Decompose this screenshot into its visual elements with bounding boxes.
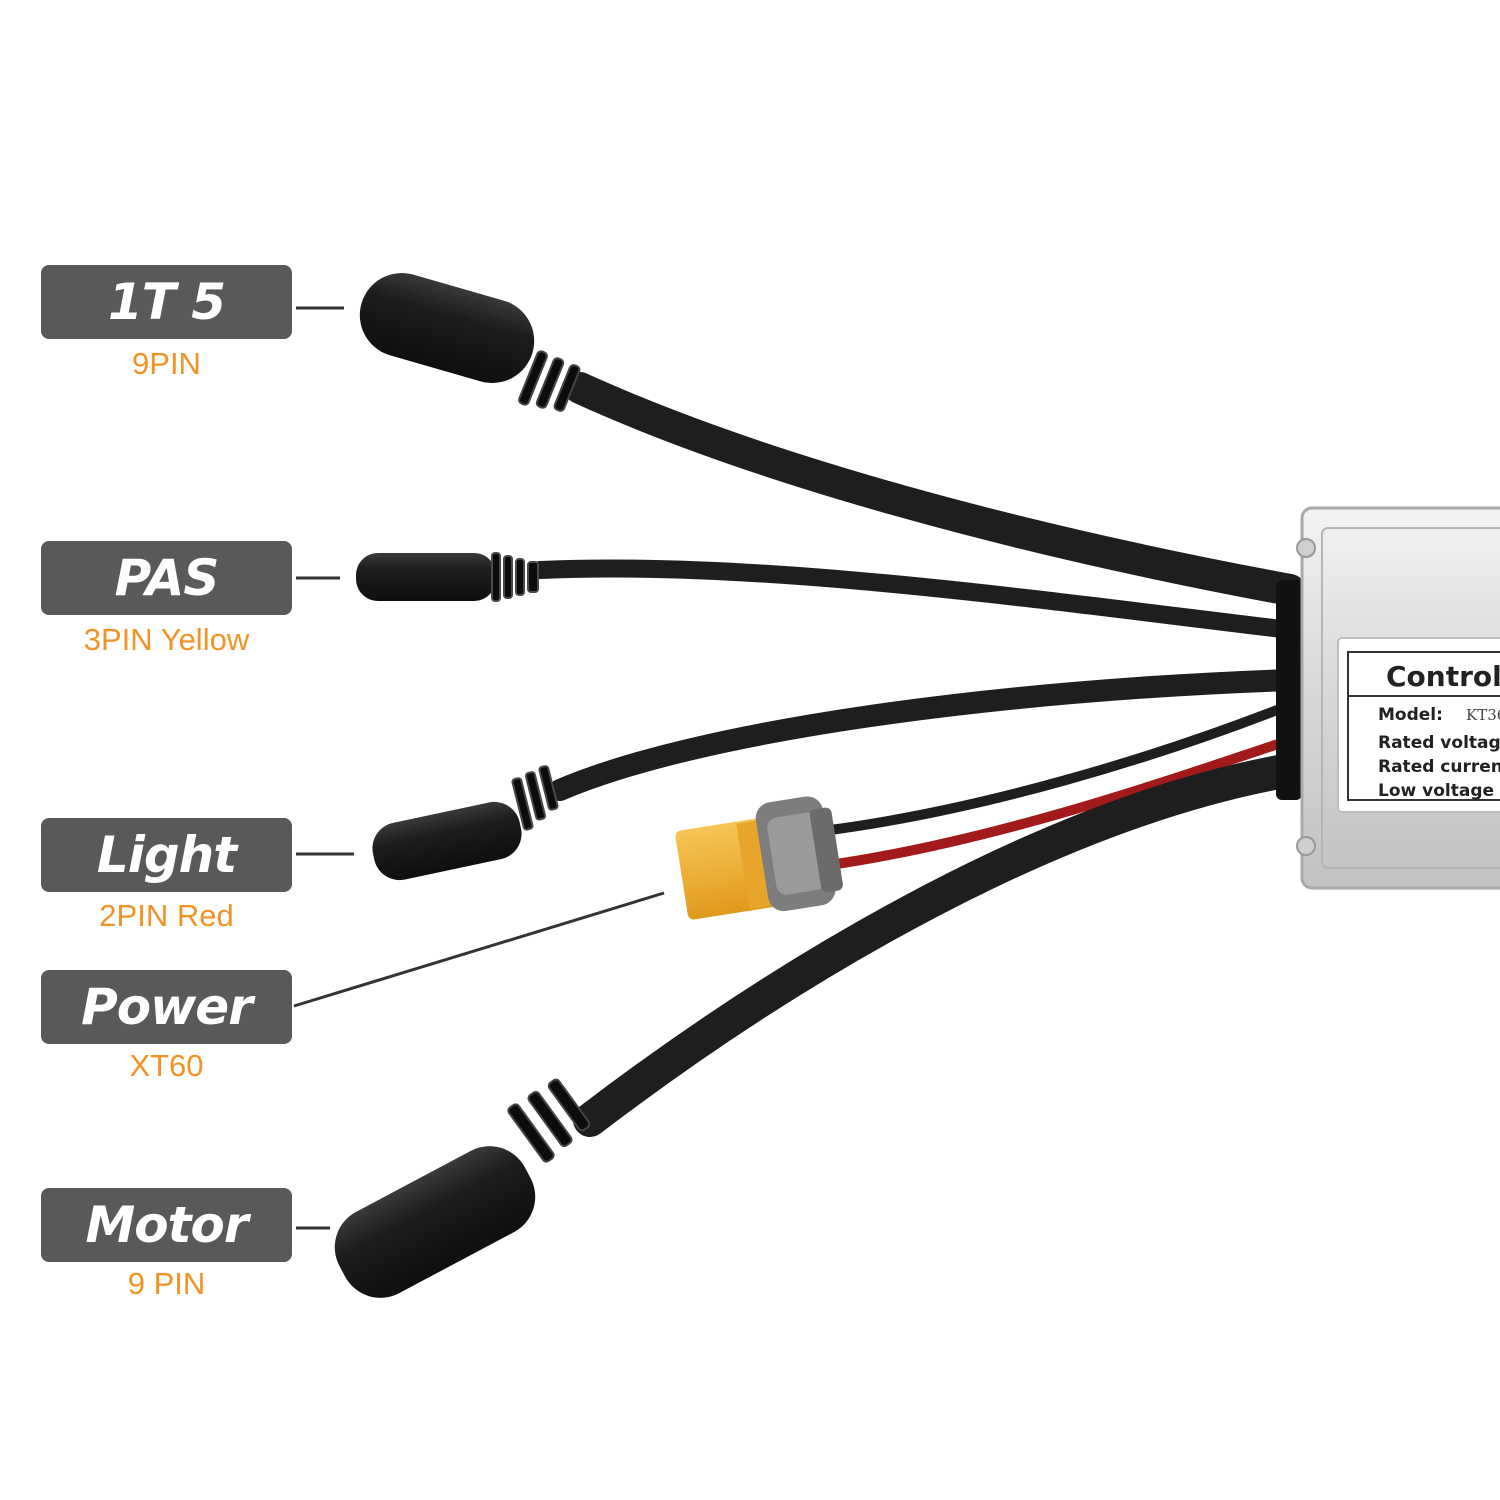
tag-1t5: 1T 5 (41, 265, 292, 339)
tag-motor-name: Motor (85, 1196, 248, 1254)
cable-power-black (825, 700, 1295, 835)
controller-label-row-3: Low voltage (1378, 781, 1494, 801)
tag-power-spec: XT60 (129, 1048, 204, 1083)
connector-xt60-plug (675, 796, 843, 920)
tag-pas-spec: 3PIN Yellow (83, 622, 250, 657)
tag-pas-name: PAS (114, 549, 220, 607)
controller-label-model-value: KT36 (1466, 706, 1500, 724)
cables (531, 372, 1307, 1137)
controller-label-title: Control (1386, 660, 1500, 693)
connector-motor-plug (334, 1078, 591, 1298)
tag-light: Light (41, 818, 292, 892)
leader-lines (293, 306, 665, 1230)
controller-label: Control Model: KT36 Rated voltag Rated c… (1378, 660, 1500, 801)
leader-power (293, 891, 665, 1008)
tag-light-spec: 2PIN Red (99, 898, 234, 933)
cable-power-red (825, 735, 1295, 870)
cable-1t5 (564, 372, 1306, 606)
connector-light-plug (372, 765, 559, 881)
controller-label-model-key: Model: (1378, 705, 1443, 725)
tag-light-name: Light (96, 826, 237, 884)
cable-light (549, 669, 1301, 801)
connector-pas-plug (356, 552, 539, 602)
cable-pas (531, 559, 1299, 639)
tag-power: Power (41, 970, 292, 1044)
tag-power-name: Power (81, 978, 253, 1036)
controller-box (1276, 506, 1500, 890)
tag-1t5-spec: 9PIN (132, 346, 201, 381)
tag-motor: Motor (41, 1188, 292, 1262)
tag-pas: PAS (41, 541, 292, 615)
tag-1t5-name: 1T 5 (107, 273, 226, 331)
cable-motor (573, 753, 1307, 1137)
connector-1t5-plug (359, 273, 581, 412)
controller-label-row-1: Rated voltag (1378, 733, 1500, 753)
tag-motor-spec: 9 PIN (127, 1266, 206, 1301)
controller-label-row-2: Rated curren (1378, 757, 1500, 777)
